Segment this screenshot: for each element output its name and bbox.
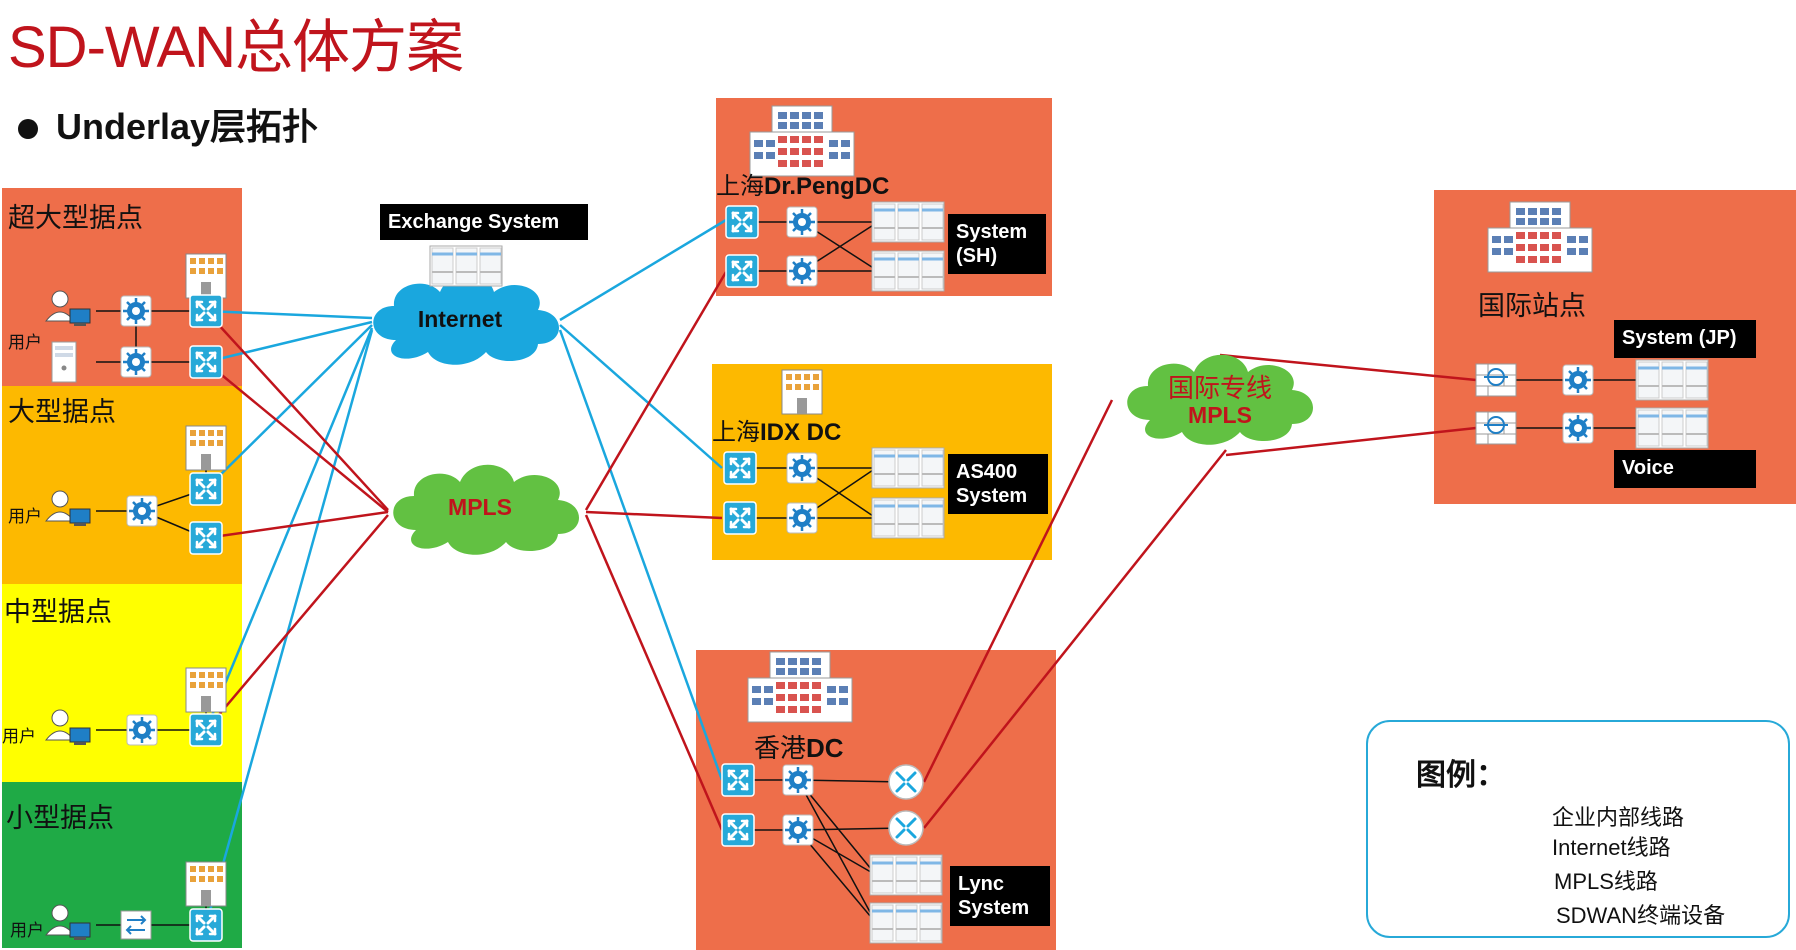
switch-icon [125,494,159,528]
sdwan-device-icon [188,471,224,507]
user-icon [45,290,91,327]
sdwan-device-icon [722,450,758,486]
dc-shanghai-peng-prefix: 上海 [716,173,764,200]
small-switch-icon [120,910,152,940]
dc-shanghai-peng-suffix: Dr.PengDC [764,173,890,200]
as400-line2: System [956,485,1028,507]
server-rack-icon [870,249,946,293]
user-icon [45,709,91,746]
firewall-icon [1475,411,1517,445]
switch-icon [119,294,153,328]
intl-mpls-label: MPLS [1188,402,1252,428]
sdwan-device-icon [188,344,224,380]
sdwan-device-icon [724,253,760,289]
sdwan-device-icon [188,712,224,748]
router-icon [887,809,925,847]
switch-icon [781,763,815,797]
legend-box: 图例： [1366,720,1790,938]
exchange-server-icon [428,244,504,288]
site-label-super-large: 超大型据点 [8,203,143,233]
internet-lines [204,218,727,926]
lync-line2: System [958,897,1030,919]
bullet-icon [18,119,38,140]
server-rack-icon [868,901,944,945]
building-icon [185,861,227,907]
voice-label: Voice [1614,450,1756,488]
switch-icon [1561,411,1595,445]
site-label-small: 小型据点 [6,803,114,833]
legend-item-internet: Internet线路 [1552,835,1671,860]
user-label: 用户 [8,333,42,352]
site-label-large: 大型据点 [8,397,116,427]
system-sh-line1: System [956,221,1028,243]
legend-item-internal: 企业内部线路 [1552,805,1685,830]
server-rack-icon [870,496,946,540]
system-jp-label: System (JP) [1614,320,1756,358]
mpls-lines [205,271,1477,831]
system-sh-label: System(SH) [948,214,1046,274]
legend-title: 图例： [1416,759,1506,792]
server-rack-icon [870,200,946,244]
subtitle-text: Underlay层拓扑 [56,106,319,147]
sdwan-device-icon [720,812,756,848]
router-icon [887,763,925,801]
system-sh-line2: (SH) [956,245,998,267]
as400-line1: AS400 [956,461,1018,483]
server-rack-icon [868,853,944,897]
switch-icon [785,501,819,535]
sdwan-device-icon [188,907,224,943]
server-rack-icon [1634,358,1710,402]
dc-hongkong-prefix: 香港 [754,733,807,763]
dc-label-international: 国际站点 [1478,291,1586,321]
dc-label-shanghai-peng: 上海Dr.PengDC [716,166,889,201]
sdwan-device-icon [188,520,224,556]
dc-hongkong-suffix: DC [806,733,844,763]
firewall-icon [1475,363,1517,397]
switch-icon [781,813,815,847]
sdwan-device-icon [724,204,760,240]
switch-icon [1561,363,1595,397]
dc-label-hongkong: 香港DC [754,728,844,765]
legend-item-sdwan: SDWAN终端设备 [1556,903,1726,928]
switch-icon [785,451,819,485]
switch-icon [119,345,153,379]
sdwan-device-icon [720,762,756,798]
mpls-cloud-label: MPLS [448,494,512,520]
sdwan-device-icon [722,500,758,536]
exchange-system-label: Exchange System [380,204,588,240]
switch-icon [125,713,159,747]
building-icon [185,425,227,471]
switch-icon [785,205,819,239]
switch-icon [785,254,819,288]
dc-shanghai-idx-prefix: 上海 [712,419,760,446]
headquarters-building-icon [1487,201,1593,273]
server-rack-icon [1634,406,1710,450]
user-icon [45,904,91,941]
building-icon [781,369,823,415]
user-icon [45,490,91,527]
dc-label-shanghai-idx: 上海IDX DC [712,412,841,447]
dc-shanghai-idx-suffix: IDX DC [760,419,842,446]
page-title: SD-WAN总体方案 [8,15,464,80]
site-label-medium: 中型据点 [4,597,112,627]
user-label: 用户 [8,507,42,526]
building-icon [185,667,227,713]
user-label: 用户 [10,921,44,940]
server-rack-icon [870,446,946,490]
intl-line-label: 国际专线 [1167,373,1272,403]
lync-line1: Lync [958,873,1004,895]
legend-item-mpls: MPLS线路 [1554,869,1658,894]
server-icon [51,341,77,383]
building-icon [185,253,227,299]
headquarters-building-icon [747,651,853,723]
sdwan-device-icon [188,293,224,329]
internet-cloud-label: Internet [417,306,503,332]
user-label: 用户 [2,727,36,746]
page-subtitle: Underlay层拓扑 [18,98,318,150]
